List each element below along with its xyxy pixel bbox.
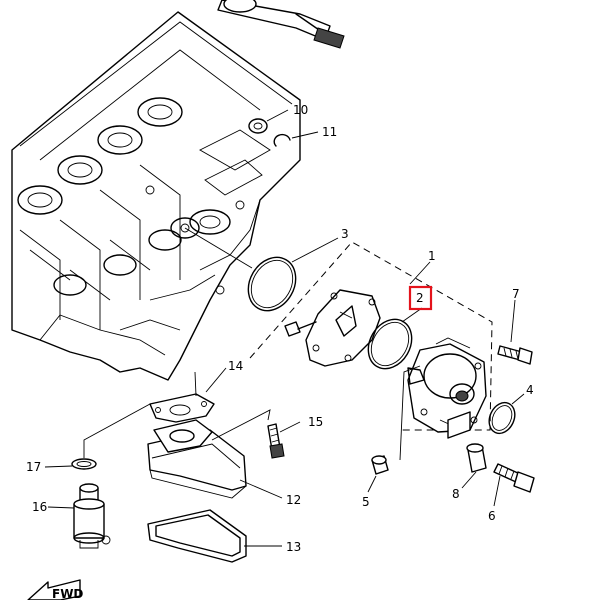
callout-8: 8	[452, 487, 460, 501]
callout-3: 3	[341, 227, 349, 241]
highlight-box	[408, 285, 433, 311]
fwd-arrow-icon: FWD	[27, 579, 83, 601]
relief-valve-part-16	[47, 483, 111, 549]
gasket-part-13	[147, 509, 282, 563]
callout-15: 15	[308, 415, 323, 429]
strainer-part-12	[147, 409, 283, 499]
callout-1: 1	[428, 249, 436, 263]
pump-housing	[407, 337, 487, 439]
fwd-label: FWD	[52, 587, 83, 600]
callout-5: 5	[362, 495, 370, 509]
callout-4: 4	[526, 383, 534, 397]
callout-17: 17	[26, 460, 41, 474]
circlip-part-11	[273, 131, 319, 147]
pump-cover-plate	[305, 289, 381, 367]
gasket-part-14	[149, 367, 227, 423]
callout-16: 16	[32, 500, 47, 514]
callout-11: 11	[322, 125, 337, 139]
o-ring-part-4	[488, 393, 525, 435]
callout-12: 12	[286, 493, 301, 507]
callout-6: 6	[488, 509, 496, 523]
callout-14: 14	[228, 359, 243, 373]
callout-2: 2	[416, 291, 424, 305]
bolt-part-7	[497, 299, 533, 365]
callout-10: 10	[293, 103, 308, 117]
o-ring-part-2	[367, 307, 423, 370]
shaft-part	[217, 0, 345, 49]
o-ring-part-17	[44, 403, 151, 470]
washer-part-10	[248, 109, 289, 134]
cover-screw	[284, 321, 317, 337]
o-ring-part-3	[184, 227, 339, 312]
collar-part-5	[367, 365, 421, 493]
callout-13: 13	[286, 540, 301, 554]
callout-labels: 10 11 3 1 2 7 4 14 15 12 13 17 16 5 8 6	[26, 103, 534, 554]
dowel-part-8	[461, 443, 487, 489]
callout-7: 7	[512, 287, 520, 301]
bolt-part-15	[267, 421, 301, 459]
bolt-part-6	[493, 463, 535, 507]
oil-pump-assembly-outline	[249, 241, 493, 431]
crankcase-illustration	[11, 11, 301, 381]
